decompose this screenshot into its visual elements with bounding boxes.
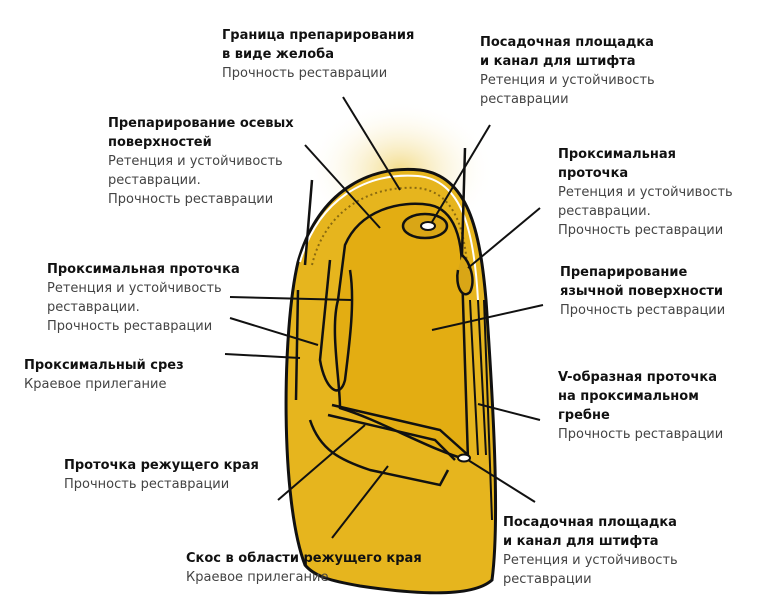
proximal-groove-left-shape xyxy=(318,259,354,392)
label-title: Проксимальный срез xyxy=(24,358,184,373)
post-hole-bottom xyxy=(457,453,471,463)
label-description: реставрации. xyxy=(108,173,201,188)
v-groove-lines xyxy=(469,299,493,521)
label-description: реставрации xyxy=(480,92,569,107)
label-title: Проксимальная проточка xyxy=(47,262,240,277)
proximal-groove-right-shape xyxy=(456,254,474,296)
label-title: и канал для штифта xyxy=(503,534,659,549)
label-v-groove: V-образная проточка на проксимальном гребн… xyxy=(558,368,723,444)
label-description: Прочность реставрации xyxy=(47,319,213,334)
leader-lines xyxy=(224,96,544,539)
post-hole-top xyxy=(420,221,436,231)
label-title: в виде желоба xyxy=(222,47,334,62)
label-title: Граница препарирования xyxy=(222,28,415,43)
gingival-groove-dotted xyxy=(311,186,469,281)
label-title: гребне xyxy=(558,408,610,423)
label-title: проточка xyxy=(558,166,629,181)
label-description: Прочность реставрации xyxy=(558,427,724,442)
label-description: Прочность реставрации xyxy=(558,223,724,238)
label-description: Ретенция и устойчивость xyxy=(480,73,655,88)
label-description: Прочность реставрации xyxy=(560,303,726,318)
label-description: Ретенция и устойчивость xyxy=(503,553,678,568)
leader-incisal-bevel xyxy=(331,465,389,539)
label-title: Препарирование осевых xyxy=(108,116,294,131)
label-description: Краевое прилегание xyxy=(24,377,167,392)
label-title: Посадочная площадка xyxy=(503,515,677,530)
leader-v-groove xyxy=(477,403,541,421)
leader-post-seat-bottom xyxy=(467,459,536,503)
outer-contour xyxy=(299,174,479,301)
label-title: Препарирование xyxy=(560,265,688,280)
leader-proximal-groove-right xyxy=(467,207,541,269)
label-description: Прочность реставрации xyxy=(64,477,230,492)
label-description: реставрации. xyxy=(558,204,651,219)
label-description: Прочность реставрации xyxy=(108,192,274,207)
label-description: Ретенция и устойчивость xyxy=(47,281,222,296)
label-title: Скос в области режущего края xyxy=(186,551,422,566)
incisal-bevel-shape xyxy=(308,419,450,487)
label-title: Проксимальная xyxy=(558,147,676,162)
label-title: язычной поверхности xyxy=(560,284,724,299)
label-title: поверхностей xyxy=(108,135,212,150)
label-description: Ретенция и устойчивость xyxy=(108,154,283,169)
leader-proximal-slice xyxy=(224,353,301,359)
label-title: на проксимальном xyxy=(558,389,699,404)
label-description: Ретенция и устойчивость xyxy=(558,185,733,200)
leader-axial-prep xyxy=(304,144,381,229)
label-description: Краевое прилегание xyxy=(186,570,329,585)
label-title: Посадочная площадка xyxy=(480,35,654,50)
label-title: и канал для штифта xyxy=(480,54,636,69)
leader-post-seat-top xyxy=(431,124,491,223)
leader-proximal-groove-left-1 xyxy=(229,296,353,301)
leader-gingival-groove xyxy=(342,96,401,191)
label-description: Прочность реставрации xyxy=(222,66,388,81)
label-title: Проточка режущего края xyxy=(64,458,259,473)
leader-proximal-groove-left-2 xyxy=(229,317,319,346)
label-description: реставрации xyxy=(503,572,592,587)
leader-incisal-groove xyxy=(277,424,366,501)
incisal-groove-shape xyxy=(327,403,469,461)
leader-lingual-prep xyxy=(431,304,544,331)
label-title: V-образная проточка xyxy=(558,370,717,385)
label-description: реставрации. xyxy=(47,300,140,315)
